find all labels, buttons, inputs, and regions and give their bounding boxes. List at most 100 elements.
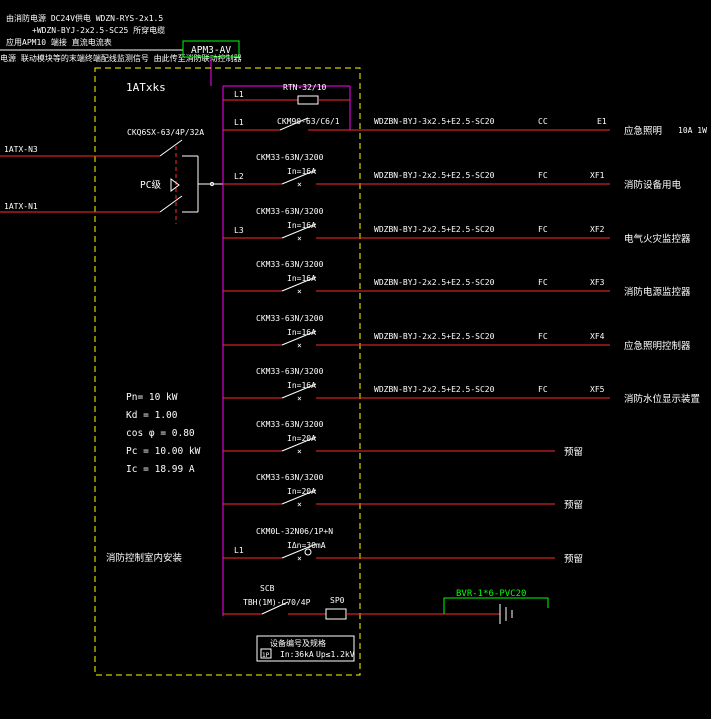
branch-3-breaker: CKM33-63N/3200 xyxy=(256,207,324,216)
fuse-icon xyxy=(297,95,319,105)
branch-6-load: 消防水位显示装置 xyxy=(624,393,700,405)
breaker-2-icon xyxy=(281,169,317,185)
breaker-6-mark: × xyxy=(297,394,302,403)
breaker-5-icon xyxy=(281,330,317,346)
branch-3-cable: WDZBN-BYJ-2x2.5+E2.5-SC20 xyxy=(374,225,495,234)
note-line-3: 应用APM10 端接 直流电流表 xyxy=(6,37,112,47)
branch-1-code: E1 xyxy=(597,117,607,126)
branch-7-rating: In=20A xyxy=(287,434,316,443)
breaker-4-mark: × xyxy=(297,287,302,296)
branch-4-breaker: CKM33-63N/3200 xyxy=(256,260,324,269)
branch-4-laying: FC xyxy=(538,278,548,287)
legend-text-2: Up≤1.2kV xyxy=(316,650,355,659)
branch-5-laying: FC xyxy=(538,332,548,341)
branch-6-cable: WDZBN-BYJ-2x2.5+E2.5-SC20 xyxy=(374,385,495,394)
branch-3-laying: FC xyxy=(538,225,548,234)
branch-2-load: 消防设备用电 xyxy=(624,179,682,191)
breaker-9-icon xyxy=(281,543,317,559)
breaker-8-mark: × xyxy=(297,500,302,509)
branch-1-breaker: CKM90-63/C6/1 xyxy=(277,117,340,126)
branch-5-cable: WDZBN-BYJ-2x2.5+E2.5-SC20 xyxy=(374,332,495,341)
breaker-3-icon xyxy=(281,223,317,239)
ground-cable xyxy=(443,597,549,614)
branch-2-cable: WDZBN-BYJ-2x2.5+E2.5-SC20 xyxy=(374,171,495,180)
branch-1-phase: L1 xyxy=(234,118,244,127)
incoming-feeder-1: 1ATX-N3 xyxy=(4,145,38,154)
calc-pc: Pc = 10.00 kW xyxy=(126,446,201,457)
branch-1-load: 应急照明 xyxy=(624,125,662,137)
branch-6-breaker: CKM33-63N/3200 xyxy=(256,367,324,376)
breaker-7-mark: × xyxy=(297,447,302,456)
branch-1-extra: 10A 1W xyxy=(678,126,707,135)
rcd-icon xyxy=(304,548,312,556)
incoming-feeder-2: 1ATX-N1 xyxy=(4,202,38,211)
branch-group: L2CKM33-63N/3200In=16A×WDZBN-BYJ-2x2.5+E… xyxy=(223,153,700,565)
branch-3-rating: In=16A xyxy=(287,221,316,230)
branch-4-code: XF3 xyxy=(590,278,605,287)
branch-6-code: XF5 xyxy=(590,385,605,394)
branch-9-phase: L1 xyxy=(234,546,244,555)
legend-text-1: In:36kA xyxy=(280,650,314,659)
ground-icon xyxy=(499,604,513,624)
branch-2-code: XF1 xyxy=(590,171,605,180)
branch-0-breaker: RTN-32/10 xyxy=(283,83,327,92)
spd-cable: BVR-1*6-PVC20 xyxy=(456,589,526,599)
branch-1-cable: WDZBN-BYJ-3x2.5+E2.5-SC20 xyxy=(374,117,495,126)
branch-9-rating: IΔn=30mA xyxy=(287,541,326,550)
pc-label: PC级 xyxy=(140,179,161,191)
branch-2-laying: FC xyxy=(538,171,548,180)
branch-4-load: 消防电源监控器 xyxy=(624,286,691,298)
breaker-5-mark: × xyxy=(297,341,302,350)
branch-3-phase: L3 xyxy=(234,226,244,235)
branch-4-rating: In=16A xyxy=(287,274,316,283)
install-note: 消防控制室内安装 xyxy=(106,552,183,564)
branch-7-load: 预留 xyxy=(564,446,583,458)
breaker-2-mark: × xyxy=(297,180,302,189)
breaker-4-icon xyxy=(281,276,317,292)
calc-kd: Kd = 1.00 xyxy=(126,410,178,421)
note-line-4: 电源 联动模块等的末端终端配线监测信号 由此传至消防联动控制器 xyxy=(0,53,242,63)
calc-pn: Pn= 10 kW xyxy=(126,392,178,403)
breaker-1-icon xyxy=(279,117,309,131)
calc-cos: cos φ = 0.80 xyxy=(126,428,195,439)
spd-switch-icon xyxy=(261,601,289,615)
spd-sp: SP0 xyxy=(330,596,345,605)
legend-box xyxy=(256,635,355,662)
breaker-3-mark: × xyxy=(297,234,302,243)
branch-8-breaker: CKM33-63N/3200 xyxy=(256,473,324,482)
legend-symbol-icon xyxy=(260,648,272,659)
branch-9-load: 预留 xyxy=(564,553,583,565)
legend-title: 设备编号及规格 xyxy=(270,638,326,648)
note-line-2: +WDZN-BYJ-2x2.5-SC25 所穿电缆 xyxy=(32,25,165,35)
branch-2-phase: L2 xyxy=(234,172,244,181)
branch-6-laying: FC xyxy=(538,385,548,394)
branch-7-breaker: CKM33-63N/3200 xyxy=(256,420,324,429)
branch-5-rating: In=16A xyxy=(287,328,316,337)
branch-6-rating: In=16A xyxy=(287,381,316,390)
breaker-9-mark: × xyxy=(297,554,302,563)
breaker-6-icon xyxy=(281,383,317,399)
breaker-7-icon xyxy=(281,436,317,452)
branch-3-load: 电气火灾监控器 xyxy=(624,233,691,245)
branch-2-breaker: CKM33-63N/3200 xyxy=(256,153,324,162)
branch-8-load: 预留 xyxy=(564,499,583,511)
ats-switch-icon xyxy=(159,139,223,224)
ats-model: CKQ6SX-63/4P/32A xyxy=(127,128,204,137)
branch-3-code: XF2 xyxy=(590,225,605,234)
note-line-1: 由消防电源 DC24V供电 WDZN-RYS-2x1.5 xyxy=(6,13,163,23)
spd-box-icon xyxy=(325,608,347,620)
branch-8-rating: In=20A xyxy=(287,487,316,496)
meter-box-label: APM3-AV xyxy=(191,45,231,56)
branch-5-breaker: CKM33-63N/3200 xyxy=(256,314,324,323)
legend-box-label: 1P xyxy=(262,652,270,659)
cabinet-name: 1ATxks xyxy=(126,81,166,94)
branch-9-breaker: CKM0L-32N06/1P+N xyxy=(256,527,333,536)
spd-label: SCB xyxy=(260,584,275,593)
branch-5-load: 应急照明控制器 xyxy=(624,340,691,352)
cabinet-border xyxy=(94,67,361,676)
branch-2-rating: In=16A xyxy=(287,167,316,176)
spd-model: TBH(1M)-C70/4P xyxy=(243,598,311,607)
branch-5-code: XF4 xyxy=(590,332,605,341)
branch-1-laying: CC xyxy=(538,117,548,126)
